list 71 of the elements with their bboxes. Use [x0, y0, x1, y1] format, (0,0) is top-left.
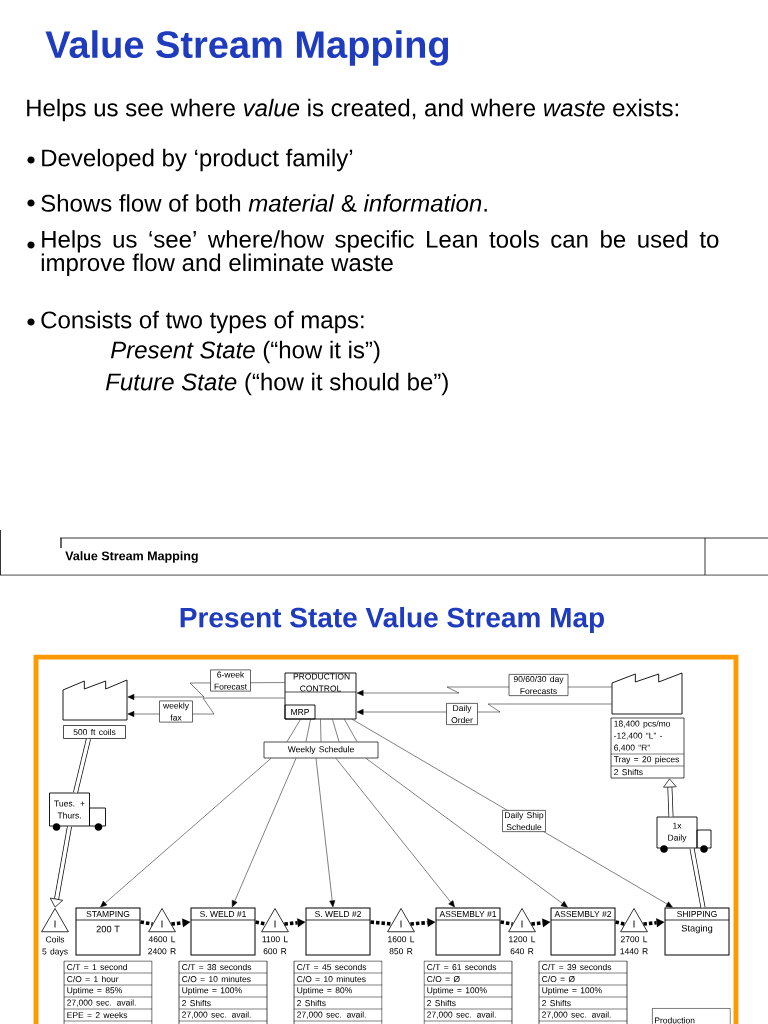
push-line	[370, 920, 392, 926]
slide-title: Present State Value Stream Map	[180, 606, 604, 634]
edge-label: 6-week Forecast	[210, 669, 251, 692]
quantity-label: 1100 L 600 R	[262, 936, 288, 955]
bullet-text: Helps us ‘see’ where/how specific Lean tools can be used to improve flow and eliminate waste	[41, 230, 719, 276]
quantity-label: Coils 5 days	[42, 936, 68, 957]
shipment-line	[73, 738, 91, 794]
quantity-label: 1600 L 850 R	[388, 936, 415, 955]
inventory-triangle: I	[41, 908, 69, 933]
arrow	[100, 758, 272, 908]
connector-line	[332, 719, 340, 742]
shipment-line	[689, 848, 706, 908]
process-box: STAMPING 200 T	[75, 907, 141, 956]
inventory-triangle: I	[261, 908, 289, 933]
data-box: C/T = 1 second C/O = 1 hour Uptime = 85% 27,000 sec. avail. EPE = 2 weeks	[63, 960, 153, 1024]
process-box: ASSEMBLY #1	[435, 907, 501, 956]
label-box: Production	[652, 1008, 731, 1024]
shipment-arrow	[663, 778, 677, 817]
edge-label: Daily Ship Schedule	[502, 810, 546, 832]
data-box: C/T = 39 seconds C/O = Ø Uptime = 100% 2 Shifts 27,000 sec. avail.	[538, 960, 628, 1024]
edge-label: 90/60/30 day Forecasts	[508, 674, 569, 696]
inventory-triangle: I	[148, 908, 176, 933]
process-box: S. WELD #2	[305, 907, 371, 956]
arrow	[315, 758, 336, 908]
arrow	[231, 758, 297, 908]
push-line	[615, 920, 625, 926]
intro-text: Helps us see where value is created, and where waste exists:	[27, 98, 678, 122]
arrow	[335, 758, 455, 908]
push-arrow	[643, 918, 665, 928]
push-line	[255, 920, 266, 926]
bullet-text: Consists of two types of maps:	[41, 310, 364, 334]
process-box: S. WELD #1	[190, 907, 256, 956]
data-box: 18,400 pcs/mo -12,400 “L” - 6,400 “R” Tray = 20 pieces 2 Shifts	[610, 717, 685, 779]
bullet-text: Shows flow of both material & information.	[41, 194, 487, 212]
factory-icon	[62, 679, 128, 721]
connector-line	[344, 719, 358, 742]
quantity-label: 4600 L 2400 R	[148, 936, 176, 955]
push-arrow	[531, 918, 551, 928]
label-box: 500 ft coils	[63, 725, 126, 739]
arrow	[356, 703, 613, 715]
quantity-label: 2700 L 1440 R	[620, 936, 648, 955]
footer-text: Value Stream Mapping	[65, 551, 198, 563]
map-type-text: Future State (“how it should be”)	[105, 372, 448, 396]
quantity-label: 1200 L 640 R	[509, 936, 536, 955]
mrp-box: MRP	[284, 704, 316, 720]
inventory-triangle: I	[620, 908, 648, 933]
label-box: Weekly Schedule	[263, 741, 379, 759]
push-arrow	[284, 918, 306, 928]
inventory-triangle: I	[508, 908, 536, 933]
map-type-text: Present State (“how it is”)	[110, 340, 380, 364]
process-box: SHIPPING Staging	[664, 907, 730, 956]
data-box: C/T = 38 seconds C/O = 10 minutes Uptime = 100% 2 Shifts 27,000 sec. avail.	[178, 960, 268, 1024]
arrow	[352, 719, 673, 908]
edge-label: weekly fax	[159, 700, 193, 723]
edge-label: Daily Order	[446, 703, 478, 725]
data-box: C/T = 61 seconds C/O = Ø Uptime = 100% 2 Shifts 27,000 sec. avail.	[423, 960, 513, 1024]
factory-icon	[611, 672, 683, 715]
push-arrow	[410, 918, 436, 928]
connector-line	[286, 719, 301, 742]
shipment-arrow	[49, 826, 72, 908]
push-line	[500, 920, 513, 926]
arrow	[365, 758, 568, 908]
push-line	[140, 920, 153, 926]
inventory-triangle: I	[387, 908, 415, 933]
bullet-text: Developed by ‘product family’	[42, 148, 353, 172]
slide-title: Value Stream Mapping	[45, 30, 449, 66]
connector-line	[320, 719, 322, 742]
push-arrow	[171, 918, 191, 928]
process-box: ASSEMBLY #2	[550, 907, 616, 956]
connector-line	[305, 719, 311, 742]
data-box: C/T = 45 seconds C/O = 10 minutes Uptime = 80% 2 Shifts 27,000 sec. avail.	[293, 960, 383, 1024]
